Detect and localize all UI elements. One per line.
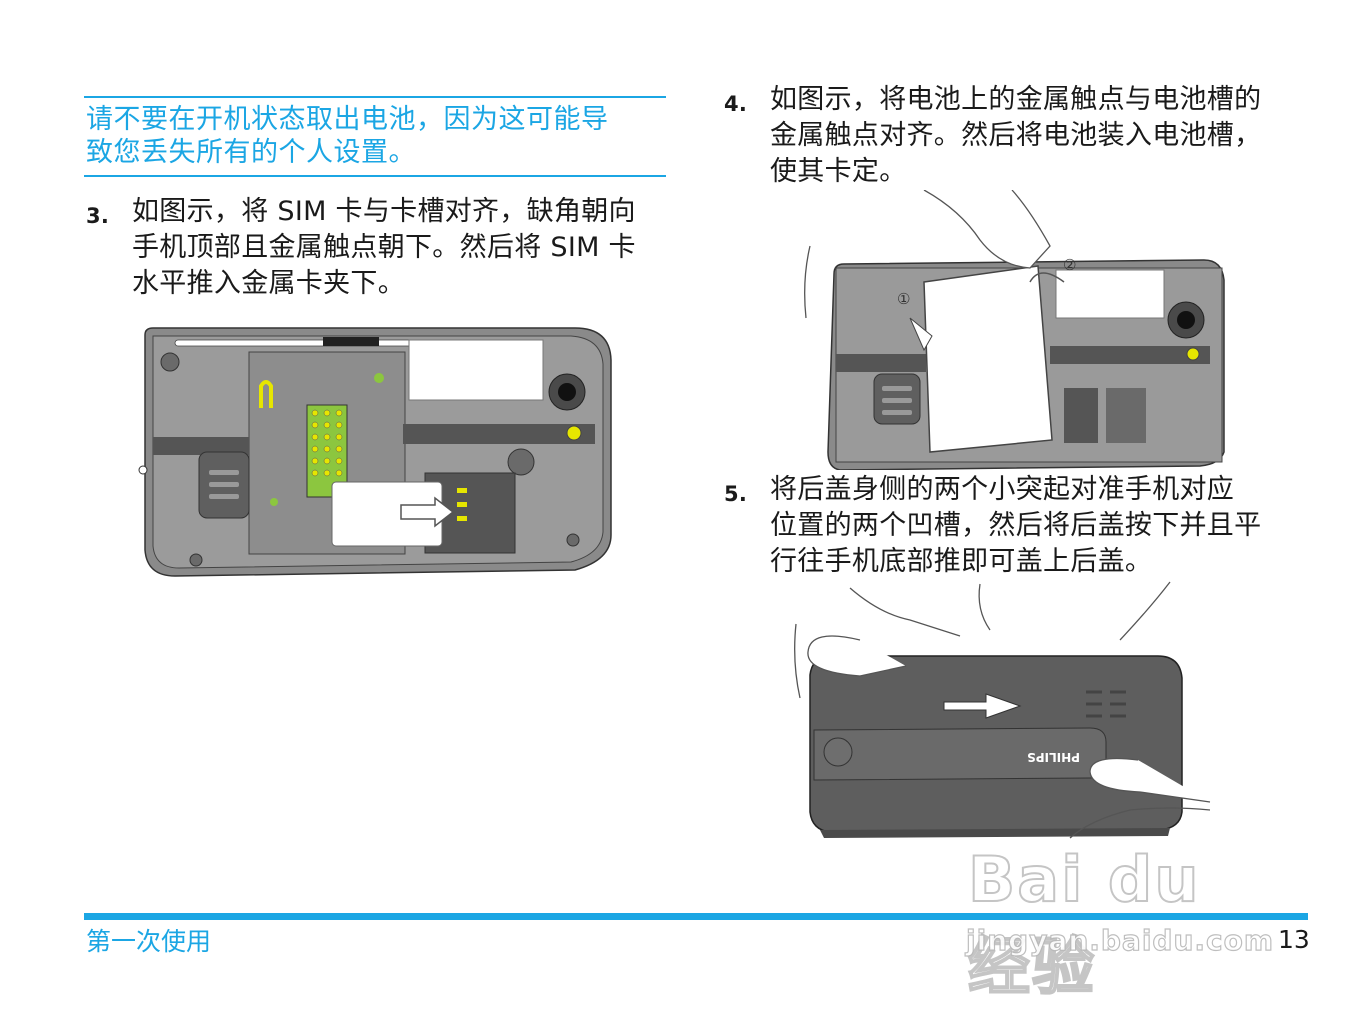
- step-line: 如图示，将电池上的金属触点与电池槽的: [770, 84, 1262, 115]
- marker-2: ②: [1063, 256, 1076, 274]
- baidu-watermark-logo: Bai du 经验: [967, 842, 1201, 1004]
- sim-insert-illustration: [138, 327, 612, 577]
- warning-line-2: 致您丢失所有的个人设置。: [86, 137, 416, 168]
- step-3: 3. 如图示，将 SIM 卡与卡槽对齐，缺角朝向 手机顶部且金属触点朝下。然后将…: [86, 194, 686, 304]
- back-cover-illustration: PHILIPS: [794, 581, 1211, 839]
- page-number: 13: [1278, 925, 1310, 954]
- footer-bar: [84, 913, 1308, 920]
- step-number: 5.: [724, 482, 748, 506]
- marker-1: ①: [897, 290, 910, 308]
- step-number: 3.: [86, 204, 110, 228]
- step-line: 如图示，将 SIM 卡与卡槽对齐，缺角朝向: [132, 196, 636, 227]
- battery-insert-illustration: ① ②: [804, 190, 1225, 470]
- step-line: 金属触点对齐。然后将电池装入电池槽，: [770, 120, 1262, 151]
- footer-section-title: 第一次使用: [86, 927, 212, 956]
- step-line: 位置的两个凹槽，然后将后盖按下并且平: [770, 510, 1262, 541]
- step-text: 将后盖身侧的两个小突起对准手机对应 位置的两个凹槽，然后将后盖按下并且平 行往手…: [770, 472, 1261, 580]
- warning-line-1: 请不要在开机状态取出电池，因为这可能导: [86, 104, 609, 135]
- warning-top-rule: [84, 96, 666, 98]
- step-line: 水平推入金属卡夹下。: [132, 268, 405, 299]
- step-4: 4. 如图示，将电池上的金属触点与电池槽的 金属触点对齐。然后将电池装入电池槽，…: [724, 82, 1324, 192]
- cover-brand: PHILIPS: [1027, 750, 1080, 764]
- baidu-watermark-url: jingyan.baidu.com: [965, 923, 1275, 957]
- step-line: 行往手机底部推即可盖上后盖。: [770, 546, 1153, 577]
- warning-bottom-rule: [84, 175, 666, 177]
- step-line: 手机顶部且金属触点朝下。然后将 SIM 卡: [132, 232, 636, 263]
- step-text: 如图示，将 SIM 卡与卡槽对齐，缺角朝向 手机顶部且金属触点朝下。然后将 SI…: [132, 194, 636, 302]
- step-text: 如图示，将电池上的金属触点与电池槽的 金属触点对齐。然后将电池装入电池槽， 使其…: [770, 82, 1261, 190]
- step-number: 4.: [724, 92, 748, 116]
- warning-text: 请不要在开机状态取出电池，因为这可能导 致您丢失所有的个人设置。: [86, 103, 671, 169]
- step-line: 将后盖身侧的两个小突起对准手机对应: [770, 474, 1235, 505]
- step-5: 5. 将后盖身侧的两个小突起对准手机对应 位置的两个凹槽，然后将后盖按下并且平 …: [724, 472, 1324, 582]
- step-line: 使其卡定。: [770, 156, 907, 187]
